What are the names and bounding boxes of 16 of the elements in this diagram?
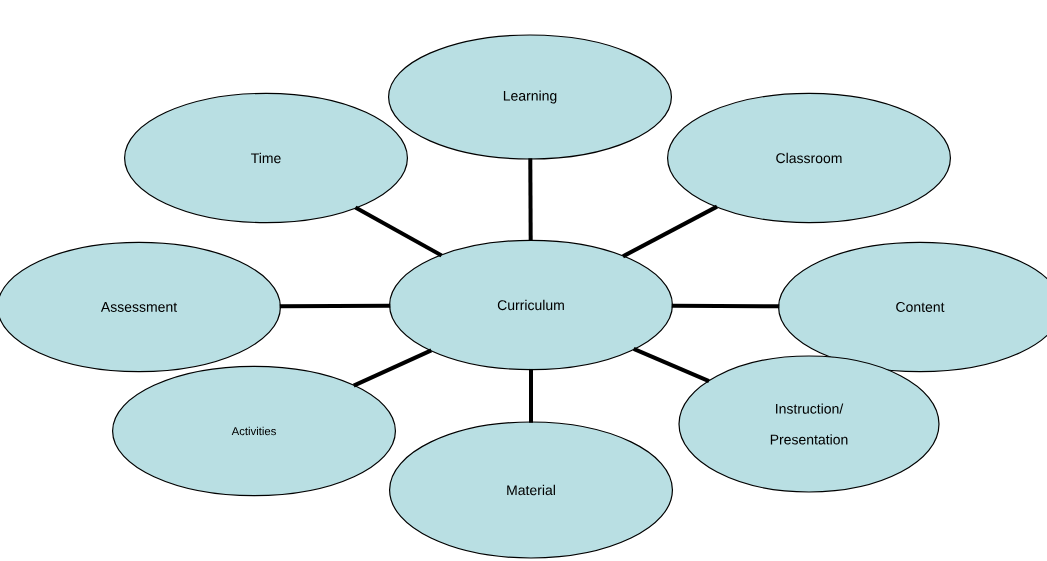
ellipse-node: Instruction/ Presentation — [678, 355, 940, 493]
connector-line — [529, 368, 533, 423]
connector-line — [528, 158, 533, 242]
ellipse-node: Curriculum — [389, 239, 673, 371]
ellipse-node: Activities — [112, 365, 397, 497]
connector-line — [671, 303, 780, 309]
ellipse-node: Classroom — [667, 92, 951, 224]
ellipse-node: Learning — [387, 34, 672, 160]
ellipse-node: Time — [124, 92, 409, 224]
connector-line — [354, 205, 443, 258]
connector-line — [622, 204, 718, 259]
ellipse-node: Material — [389, 421, 673, 559]
connector-line — [279, 303, 391, 309]
ellipse-node: Content — [778, 241, 1047, 373]
connector-line — [632, 347, 710, 384]
connector-line — [352, 348, 433, 388]
